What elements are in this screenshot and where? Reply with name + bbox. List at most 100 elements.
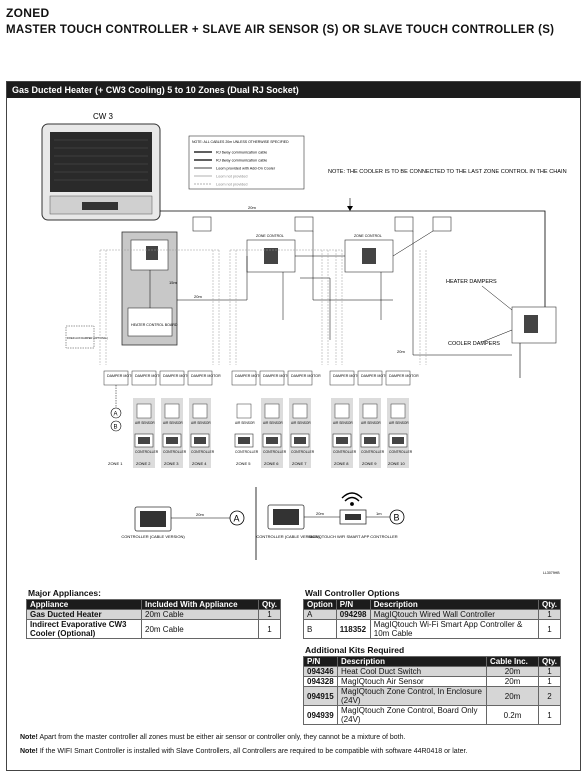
appliance-name: Indirect Evaporative CW3 Cooler (Optiona… — [26, 619, 142, 639]
legend-title: NOTE: ALL CABLES 20m UNLESS OTHERWISE SP… — [192, 140, 289, 144]
controller-label-9: CONTROLLER — [361, 450, 385, 454]
option-description: MagIQtouch Wi-Fi Smart App Controller & … — [369, 619, 540, 639]
svg-text:A: A — [114, 412, 118, 418]
col-description: Description — [336, 656, 488, 667]
zone-label-1: ZONE 1 — [108, 461, 123, 466]
controller-label-8: CONTROLLER — [333, 450, 357, 454]
svg-text:DAMPER MOTOR: DAMPER MOTOR — [263, 374, 293, 378]
zone-label-5: ZONE 5 — [236, 461, 251, 466]
controller-label-6: CONTROLLER — [263, 450, 287, 454]
zone-label-8: ZONE 8 — [334, 461, 349, 466]
legend-item-3: Loom provided with Add-On Cooler — [216, 167, 276, 171]
damper-control-right — [511, 306, 557, 378]
frame-title-bar: Gas Ducted Heater (+ CW3 Cooling) 5 to 1… — [7, 82, 580, 98]
appliance-qty: 1 — [258, 609, 281, 620]
kit-cable: 20m — [486, 686, 540, 706]
wifi-icon — [341, 492, 363, 506]
note-1: Note! Apart from the master controller a… — [20, 734, 405, 741]
controller-cable-version-a: 20m A CONTROLLER (CABLE VERSION) — [121, 506, 245, 539]
svg-text:DAMPER MOTOR: DAMPER MOTOR — [291, 374, 321, 378]
svg-text:DAMPER MOTOR: DAMPER MOTOR — [389, 374, 419, 378]
kit-pn: 094915 — [303, 686, 338, 706]
table-row: 094346 Heat Cool Duct Switch 20m 1 — [303, 666, 561, 677]
appliance-qty: 1 — [258, 619, 281, 639]
air-sensor-label-5: AIR SENSOR — [235, 421, 255, 425]
damper-motor-5: DAMPER MOTOR — [231, 370, 265, 386]
option-letter: B — [303, 619, 337, 639]
air-sensor-label-10: AIR SENSOR — [389, 421, 409, 425]
wall-controller-title: Wall Controller Options — [305, 588, 400, 598]
note-label: Note! — [20, 734, 38, 741]
col-pn: P/N — [335, 599, 371, 610]
zone-label-6: ZONE 6 — [264, 461, 279, 466]
option-qty: 1 — [538, 619, 561, 639]
table-row: A 094298 MagIQtouch Wired Wall Controlle… — [303, 609, 561, 620]
cable-20m-mid: 20m — [194, 294, 202, 299]
appliance-name: Gas Ducted Heater — [26, 609, 142, 620]
damper-motor-8: DAMPER MOTOR — [329, 370, 363, 386]
damper-motor-2: DAMPER MOTOR — [131, 370, 165, 386]
wifi-controller-label: MAGIQTOUCH WIFI SMART APP CONTROLLER — [308, 534, 397, 539]
kit-description: Heat Cool Duct Switch — [336, 666, 488, 677]
option-pn: 118352 — [335, 619, 371, 639]
zone-label-3: ZONE 3 — [164, 461, 179, 466]
svg-text:DAMPER MOTOR: DAMPER MOTOR — [361, 374, 391, 378]
cw3-cooler-unit — [41, 123, 161, 221]
air-sensors — [136, 403, 406, 419]
kit-pn: 094939 — [303, 705, 338, 725]
damper-motor-3: DAMPER MOTOR — [159, 370, 193, 386]
additional-kits-table: P/N Description Cable Inc. Qty. 094346 H… — [303, 656, 561, 725]
zone-label-4: ZONE 4 — [192, 461, 207, 466]
air-sensor-label-9: AIR SENSOR — [361, 421, 381, 425]
controller-label-7: CONTROLLER — [291, 450, 315, 454]
legend-item-4: Loom not provided — [216, 175, 247, 179]
table-row: Gas Ducted Heater 20m Cable 1 — [26, 609, 281, 620]
col-pn: P/N — [303, 656, 338, 667]
heater-control-board-label: HEATER CONTROL BOARD — [131, 323, 178, 327]
table-row: 094939 MagIQtouch Zone Control, Board On… — [303, 705, 561, 725]
option-letter: A — [303, 609, 337, 620]
note-text: Apart from the master controller all zon… — [39, 734, 406, 741]
note-2: Note! If the WIFI Smart Controller is in… — [20, 748, 467, 755]
legend-item-1: RJ 6way communication cable — [216, 151, 267, 155]
note-label: Note! — [20, 748, 38, 755]
air-sensor-label-8: AIR SENSOR — [333, 421, 353, 425]
col-included: Included With Appliance — [141, 599, 259, 610]
fixed-aux-damper: FIXED AUX DAMPER (OPTIONAL) — [65, 325, 108, 349]
air-sensor-label-3: AIR SENSOR — [163, 421, 183, 425]
col-appliance: Appliance — [26, 599, 142, 610]
cooler-dampers-label: COOLER DAMPERS — [448, 341, 500, 347]
table-row: 094915 MagIQtouch Zone Control, In Enclo… — [303, 686, 561, 706]
damper-motor-6: DAMPER MOTOR — [259, 370, 293, 386]
wall-controller-table: Option P/N Description Qty. A 094298 Mag… — [303, 599, 561, 639]
air-sensor-label-2: AIR SENSOR — [135, 421, 155, 425]
kit-description: MagIQtouch Zone Control, Board Only (24V… — [336, 705, 488, 725]
damper-motor-10: DAMPER MOTOR — [385, 370, 419, 386]
svg-text:DAMPER MOTOR: DAMPER MOTOR — [107, 374, 137, 378]
controller-cable-label-a: CONTROLLER (CABLE VERSION) — [121, 534, 185, 539]
col-qty: Qty. — [258, 599, 281, 610]
zone-control-label-1: ZONE CONTROL — [256, 234, 284, 238]
svg-text:DAMPER MOTOR: DAMPER MOTOR — [333, 374, 363, 378]
controller-label-5: CONTROLLER — [235, 450, 259, 454]
controller-cable-version-b: 20m CONTROLLER (CABLE VERSION) — [256, 504, 340, 539]
controller-label-4: CONTROLLER — [191, 450, 215, 454]
heater-dampers-label: HEATER DAMPERS — [446, 279, 497, 285]
col-option: Option — [303, 599, 337, 610]
marker-a: A — [234, 514, 240, 524]
kit-qty: 1 — [538, 666, 561, 677]
marker-b: B — [394, 513, 400, 523]
cable-20m-b: 20m — [316, 511, 324, 516]
legend-item-5: Loom not provided — [216, 183, 247, 187]
cable-20m-a: 20m — [196, 512, 204, 517]
svg-text:DAMPER MOTOR: DAMPER MOTOR — [163, 374, 193, 378]
appliance-included: 20m Cable — [141, 619, 259, 639]
zone-label-7: ZONE 7 — [292, 461, 307, 466]
kit-cable: 20m — [486, 676, 540, 687]
legend-item-2: RJ 8way communication cable — [216, 159, 267, 163]
table-row: 094328 MagIQtouch Air Sensor 20m 1 — [303, 676, 561, 687]
note-text: If the WIFI Smart Controller is installe… — [39, 748, 468, 755]
svg-text:DAMPER MOTOR: DAMPER MOTOR — [235, 374, 265, 378]
kit-qty: 1 — [538, 705, 561, 725]
table-row: B 118352 MagIQtouch Wi-Fi Smart App Cont… — [303, 619, 561, 639]
